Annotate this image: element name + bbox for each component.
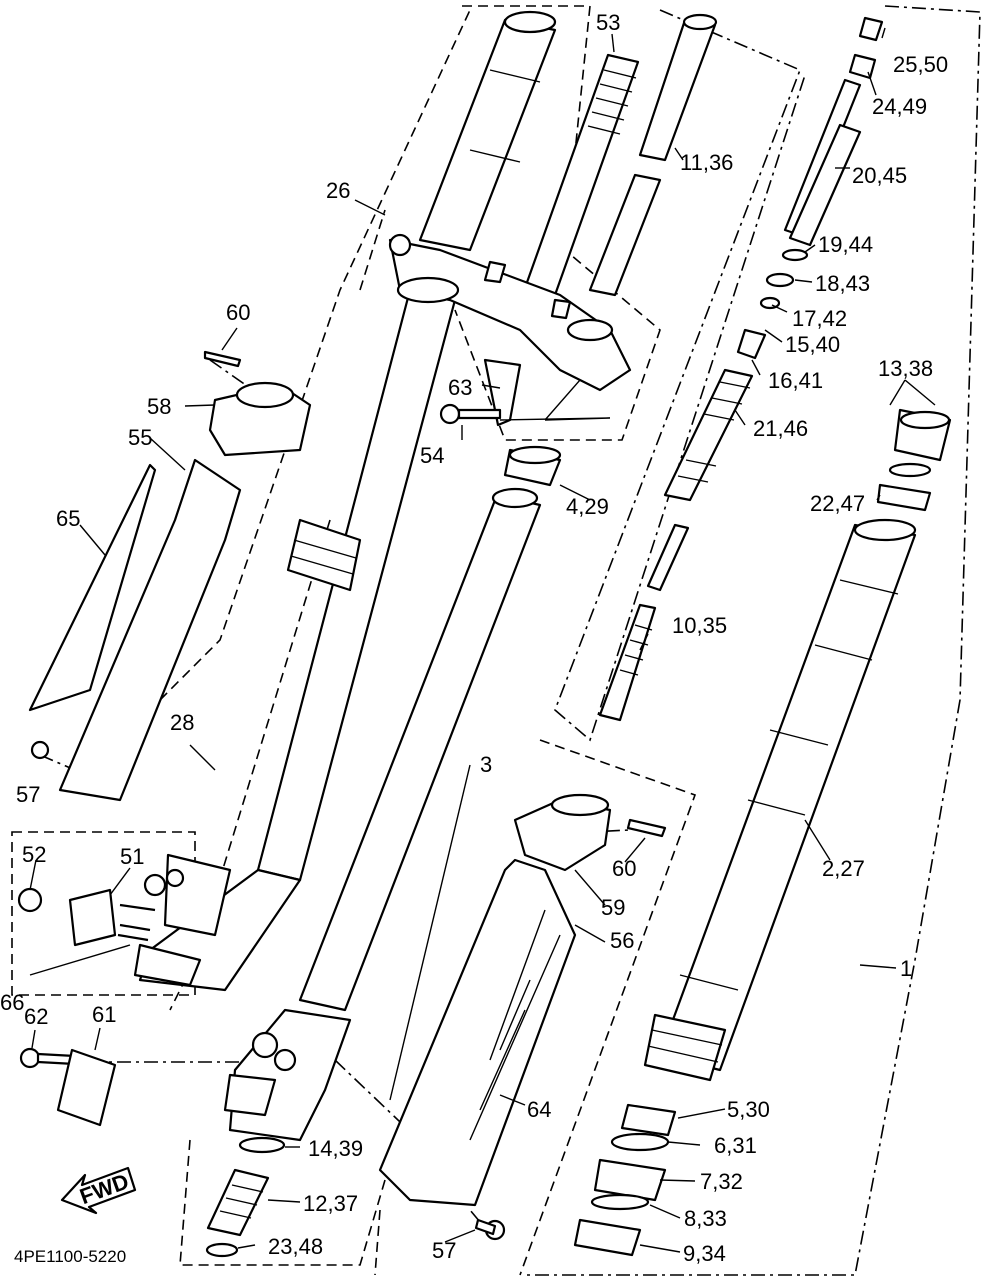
leader-lines [29, 27, 936, 1253]
fwd-arrow-icon: FWD [60, 1166, 137, 1215]
callout-60-right: 60 [612, 856, 636, 881]
callout-8-33: 8,33 [684, 1206, 727, 1231]
callout-65: 65 [56, 506, 80, 531]
callout-16-41: 16,41 [768, 368, 823, 393]
callout-58: 58 [147, 394, 171, 419]
inner-tube-3 [223, 487, 542, 1142]
upper-tube-left [418, 10, 557, 252]
plate-61 [56, 1048, 117, 1127]
rod-11-36 [588, 13, 718, 297]
callout-6-31: 6,31 [714, 1133, 757, 1158]
seal-4-29 [503, 445, 562, 487]
callout-12-37: 12,37 [303, 1191, 358, 1216]
assembly-outlines [11, 5, 981, 1276]
callout-10-35: 10,35 [672, 613, 727, 638]
callout-57-left: 57 [16, 782, 40, 807]
bolt-54 [439, 403, 502, 425]
callout-25-50: 25,50 [893, 52, 948, 77]
alignment-lines [39, 359, 631, 1223]
callout-24-49: 24,49 [872, 94, 927, 119]
callout-23-48: 23,48 [268, 1234, 323, 1259]
callout-17-42: 17,42 [792, 306, 847, 331]
callout-53: 53 [596, 10, 620, 35]
outer-tube-left [133, 288, 457, 992]
caliper-bracket-51 [17, 887, 156, 947]
callout-9-34: 9,34 [683, 1241, 726, 1266]
callout-64: 64 [527, 1097, 551, 1122]
callout-63: 63 [448, 375, 472, 400]
outer-tube-right [643, 518, 917, 1082]
callout-21-46: 21,46 [753, 416, 808, 441]
callout-3: 3 [480, 752, 492, 777]
callout-20-45: 20,45 [852, 163, 907, 188]
callout-26: 26 [326, 178, 350, 203]
callout-19-44: 19,44 [818, 232, 873, 257]
callout-11-36: 11,36 [680, 150, 733, 175]
callout-labels: 1 2,27 3 4,29 5,30 6,31 7,32 8,33 9,34 1… [0, 10, 948, 1266]
callout-59: 59 [601, 895, 625, 920]
callout-56: 56 [610, 928, 634, 953]
drawing-code: 4PE1100-5220 [14, 1247, 126, 1266]
cap-13-38 [876, 408, 952, 512]
callout-13-38: 13,38 [878, 356, 933, 381]
callout-4-29: 4,29 [566, 494, 609, 519]
callout-18-43: 18,43 [815, 271, 870, 296]
callout-51: 51 [120, 844, 144, 869]
callout-54: 54 [420, 443, 444, 468]
triple-clamp [388, 233, 632, 392]
callout-62: 62 [24, 1004, 48, 1029]
guard-right [378, 793, 667, 1241]
callout-1: 1 [900, 956, 912, 981]
guard-left [28, 350, 312, 802]
callout-52: 52 [22, 842, 46, 867]
callout-55: 55 [128, 425, 152, 450]
callout-15-40: 15,40 [785, 332, 840, 357]
callout-5-30: 5,30 [727, 1097, 770, 1122]
callout-60-top: 60 [226, 300, 250, 325]
callout-2-27: 2,27 [822, 856, 865, 881]
callout-66: 66 [0, 990, 24, 1015]
bolt-62 [19, 1047, 77, 1069]
callout-57-bottom: 57 [432, 1238, 456, 1263]
callout-61: 61 [92, 1002, 116, 1027]
damper-parts [598, 16, 884, 722]
callout-22-47: 22,47 [810, 491, 865, 516]
callout-7-32: 7,32 [700, 1169, 743, 1194]
callout-14-39: 14,39 [308, 1136, 363, 1161]
lower-spring-parts [205, 1136, 286, 1258]
bottom-seals [573, 1103, 677, 1257]
callout-28: 28 [170, 710, 194, 735]
